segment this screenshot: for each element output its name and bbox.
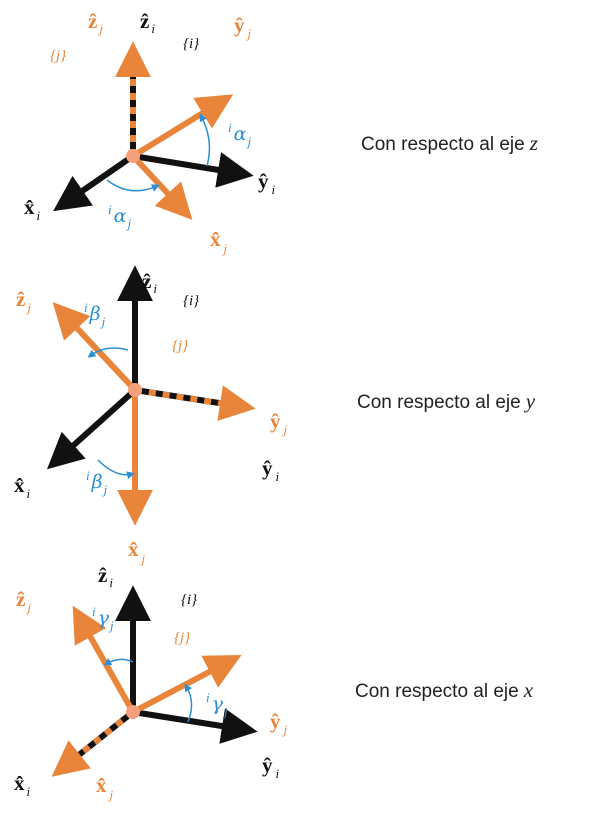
origin-point <box>128 383 142 397</box>
x-j-label: x̂j <box>128 537 146 566</box>
z-j-axis <box>52 302 138 393</box>
gamma-arc-y <box>184 683 193 723</box>
x-j-axis <box>51 709 135 777</box>
frame-j-label: {j} <box>172 338 188 354</box>
x-i-label: x̂i <box>14 473 31 501</box>
y-i-axis <box>132 708 258 744</box>
frame-i-label: {i} <box>183 36 199 52</box>
beta-arc-z <box>87 347 129 358</box>
y-j-axis <box>134 385 256 421</box>
x-j-label: x̂j <box>96 773 114 802</box>
frame-i-label: {i} <box>183 293 199 309</box>
alpha-arc-y <box>199 113 211 167</box>
frame-i-label: {i} <box>181 592 197 608</box>
gamma-arc-z <box>103 658 134 666</box>
frame-j-label: {j} <box>174 630 190 646</box>
x-i-axis <box>53 153 135 212</box>
alpha-arc-x <box>106 179 160 192</box>
y-j-axis <box>131 654 242 715</box>
frame-j-label: {j} <box>50 48 66 64</box>
x-i-axis <box>46 387 138 470</box>
z-j-axis <box>72 605 136 714</box>
y-i-axis <box>132 152 254 188</box>
origin-point <box>126 705 140 719</box>
x-i-label: x̂i <box>14 771 31 799</box>
beta-arc-x <box>97 459 135 480</box>
origin-point <box>126 149 140 163</box>
x-j-axis <box>130 153 193 220</box>
x-j-label: x̂j <box>210 227 228 256</box>
x-i-label: x̂i <box>24 195 41 223</box>
y-j-axis <box>131 94 234 159</box>
